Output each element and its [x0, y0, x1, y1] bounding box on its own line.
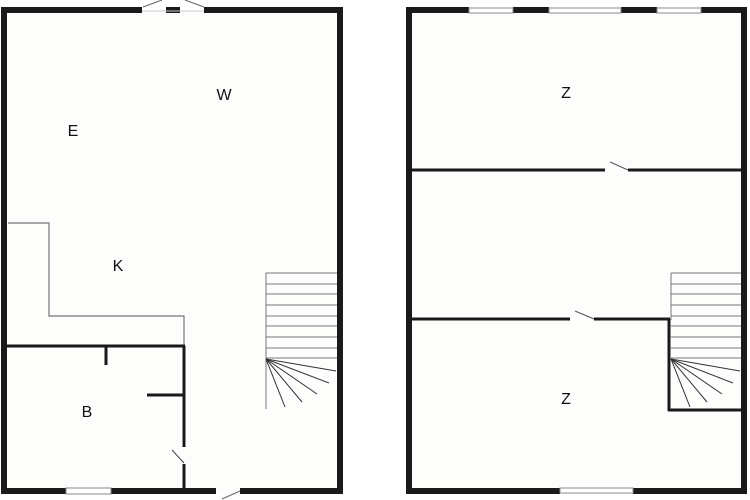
staircase-icon: [265, 272, 337, 409]
room-label-b: B: [82, 404, 93, 421]
bathroom-walls: [6, 344, 186, 491]
window-icon: [548, 7, 622, 14]
window-icon: [468, 7, 514, 14]
room-label-w: W: [216, 87, 232, 104]
window-icon: [65, 487, 112, 495]
first-floor-plan: Z Z: [406, 7, 747, 494]
window-icon: [656, 7, 702, 14]
bathroom-door-icon: [171, 449, 185, 464]
ground-floor-area: [6, 10, 341, 491]
first-floor-interior-walls: [411, 168, 742, 412]
bedroom-door-icon: [609, 161, 629, 171]
ground-floor-plan: E W K B: [1, 0, 343, 500]
back-door-icon: [221, 490, 241, 500]
ground-floor-outer-walls: [1, 7, 343, 494]
room-label-e: E: [68, 123, 79, 140]
window-icon: [559, 487, 634, 494]
staircase-icon: [670, 272, 741, 408]
room-label-z-upper: Z: [561, 85, 571, 102]
front-door-icon: [142, 0, 205, 12]
room-label-z-lower: Z: [561, 391, 571, 408]
room-label-k: K: [113, 258, 124, 275]
first-floor-outer-walls: [406, 7, 747, 494]
bedroom-door-icon: [574, 310, 595, 320]
windows: [468, 7, 702, 494]
kitchen-counter: [8, 222, 185, 346]
first-floor-area: [409, 10, 744, 491]
